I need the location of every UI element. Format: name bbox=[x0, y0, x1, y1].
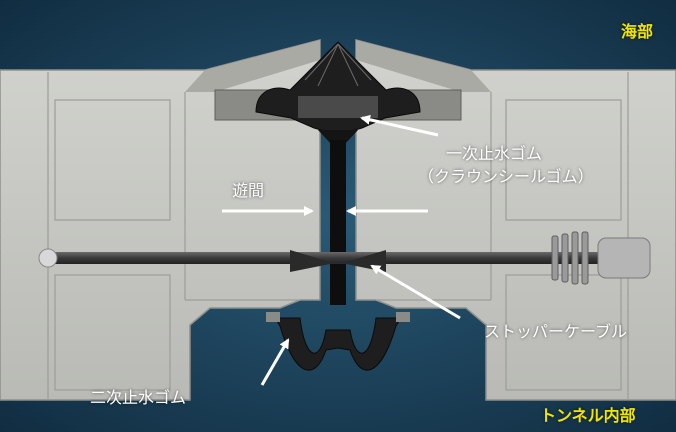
crown-seal-ribs bbox=[304, 43, 372, 87]
left-panel-lines bbox=[47, 72, 300, 400]
stopper-cable-label: ストッパーケーブル bbox=[484, 322, 628, 341]
cable-anchor-right bbox=[597, 237, 651, 279]
right-top-chamfer bbox=[356, 40, 491, 92]
secondary-seal-rubber bbox=[274, 317, 402, 371]
secondary-seal-clamp-left bbox=[266, 312, 280, 322]
crown-seal-rubber bbox=[255, 41, 421, 133]
cable-clamp-plate bbox=[290, 250, 386, 272]
tunnel-inside-label: トンネル内部 bbox=[540, 406, 636, 425]
primary-seal-sublabel: （クラウンシールゴム） bbox=[418, 167, 594, 186]
secondary-seal-arrow bbox=[260, 338, 290, 386]
right-panel-lines bbox=[376, 72, 629, 400]
primary-seal-arrow bbox=[360, 114, 439, 137]
stopper-cable-arrow bbox=[370, 264, 461, 320]
cable-spring bbox=[551, 231, 589, 285]
crown-seal-center-block bbox=[298, 96, 378, 118]
cable-anchor-left bbox=[38, 248, 58, 268]
secondary-seal-label: 二次止水ゴム bbox=[90, 388, 187, 407]
secondary-seal-clamp-right bbox=[396, 312, 410, 322]
joint-gap bbox=[330, 140, 346, 305]
left-top-chamfer bbox=[185, 40, 320, 92]
sea-side-label: 海部 bbox=[621, 22, 654, 41]
primary-seal-label: 一次止水ゴム bbox=[446, 144, 543, 163]
gap-label: 遊間 bbox=[232, 181, 265, 200]
stopper-cable bbox=[48, 252, 638, 264]
